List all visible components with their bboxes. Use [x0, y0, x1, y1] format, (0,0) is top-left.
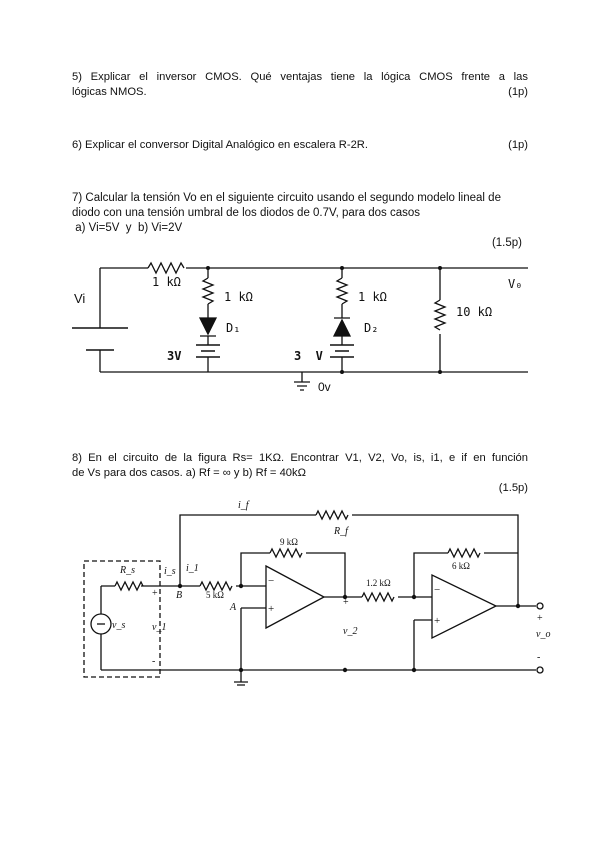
- c8-junction-gnd2: [342, 667, 348, 673]
- c8-6k-wire: [413, 552, 518, 597]
- c8-6k-resistor: [447, 547, 481, 559]
- c7-diode1: [198, 317, 218, 337]
- c8-opamp2-minus-sign: −: [434, 584, 440, 596]
- c8-12k-resistor: [361, 591, 395, 603]
- question-5-points: (1p): [508, 86, 528, 98]
- c8-opamp1: [265, 564, 326, 630]
- c8-9k-wire: [240, 552, 346, 598]
- c8-label-is: i_s: [164, 566, 176, 577]
- c8-vo-minus-sign: -: [537, 652, 540, 663]
- c8-label-5k: 5 kΩ: [206, 590, 224, 600]
- c7-series-resistor: [147, 261, 185, 275]
- c8-label-box-plus: +: [152, 588, 158, 599]
- c8-label-12k: 1.2 kΩ: [366, 578, 391, 588]
- c8-label-6k: 6 kΩ: [452, 561, 470, 571]
- c8-junction-v2: [342, 594, 348, 600]
- c8-rf-resistor: [315, 509, 349, 521]
- question-7-line-2: diodo con una tensión umbral de los diod…: [72, 207, 421, 219]
- question-6-text: 6) Explicar el conversor Digital Analógi…: [72, 139, 368, 151]
- c8-label-rf: R_f: [333, 526, 349, 537]
- c8-junction-minus: [238, 583, 244, 589]
- c7-battery2: [330, 344, 354, 358]
- c7-junction-1: [206, 266, 210, 270]
- c8-opamp2-plus-input: [413, 619, 432, 670]
- c8-opamp2-plus-sign: +: [434, 615, 440, 627]
- question-5-line-1: 5) Explicar el inversor CMOS. Qué ventaj…: [72, 71, 528, 83]
- c7-vi-source: [72, 327, 128, 351]
- c8-vo-plus-sign: +: [537, 613, 543, 624]
- c8-junction-gnd1: [238, 667, 244, 673]
- c8-junction-out: [515, 603, 521, 609]
- c7-label-vo: V₀: [508, 277, 522, 291]
- c8-label-v1: v_1: [152, 622, 166, 633]
- c7-label-d2: D₂: [364, 321, 378, 335]
- c8-9k-resistor: [269, 547, 303, 559]
- c8-junction-b: [177, 583, 183, 589]
- c8-label-box-minus: -: [152, 656, 155, 667]
- c8-source-wires: [100, 585, 180, 670]
- c8-v2-plus-sign: +: [343, 597, 349, 608]
- c7-label-r1: 1 kΩ: [224, 290, 253, 304]
- c7-junction-2: [340, 266, 344, 270]
- c7-label-rl: 10 kΩ: [456, 305, 492, 319]
- c7-label-d1: D₁: [226, 321, 240, 335]
- c8-label-node-b: B: [176, 590, 182, 601]
- c8-label-rs: R_s: [119, 565, 135, 576]
- question-5-line-2: lógicas NMOS.: [72, 86, 147, 98]
- c8-output-terminal-bottom: [536, 666, 544, 674]
- c7-junction-5: [438, 370, 442, 374]
- c8-junction-op2: [411, 594, 417, 600]
- c8-label-v2: v_2: [343, 626, 357, 637]
- c7-label-r2: 1 kΩ: [358, 290, 387, 304]
- question-7-points: (1.5p): [491, 237, 522, 249]
- question-6-points: (1p): [508, 139, 528, 151]
- c8-output-terminal-top: [536, 602, 544, 610]
- junction-dots: [177, 266, 521, 673]
- c8-label-i1: i_1: [186, 563, 199, 574]
- c7-label-gnd: 0v: [318, 380, 331, 394]
- c7-branch2-resistor: [335, 277, 349, 305]
- question-8-line-2: de Vs para dos casos. a) Rf = ∞ y b) Rf …: [72, 467, 306, 479]
- question-8-points: (1.5p): [498, 482, 528, 494]
- c8-label-9k: 9 kΩ: [280, 537, 298, 547]
- c8-rs-resistor: [114, 580, 144, 592]
- question-7-line-1: 7) Calcular la tensión Vo en el siguient…: [72, 192, 501, 204]
- question-5: 5) Explicar el inversor CMOS. Qué ventaj…: [72, 70, 528, 100]
- c8-label-if: i_f: [238, 500, 250, 511]
- c7-label-v2: 3 V: [294, 349, 323, 363]
- question-8-line-1: 8) En el circuito de la figura Rs= 1KΩ. …: [72, 452, 528, 464]
- c8-opamp2: [431, 573, 498, 640]
- circuit-7: [72, 261, 528, 391]
- c7-ground: [294, 372, 310, 391]
- c8-ground-symbol: [234, 670, 248, 686]
- c8-opamp1-plus-input: [240, 607, 266, 670]
- question-8: 8) En el circuito de la figura Rs= 1KΩ. …: [72, 451, 528, 494]
- c8-opamp1-minus-sign: −: [268, 575, 274, 587]
- c8-source-box: [83, 560, 161, 678]
- question-6: 6) Explicar el conversor Digital Analógi…: [72, 138, 528, 153]
- c7-diode2: [332, 317, 352, 337]
- c7-battery1: [196, 344, 220, 358]
- c7-label-vi: Vi: [74, 291, 85, 306]
- c8-junction-gnd3: [411, 667, 417, 673]
- c7-junction-3: [438, 266, 442, 270]
- c8-label-vs: v_s: [112, 620, 125, 631]
- question-7-line-3: a) Vi=5V y b) Vi=2V: [72, 222, 183, 234]
- c8-opamp1-plus-sign: +: [268, 603, 274, 615]
- c7-label-r-series: 1 kΩ: [152, 275, 181, 289]
- c7-load-resistor: [433, 299, 447, 331]
- c8-label-vo: v_o: [536, 629, 550, 640]
- c8-label-node-a: A: [229, 602, 237, 613]
- c8-5k-resistor: [199, 580, 233, 592]
- c7-junction-4: [340, 370, 344, 374]
- question-7: 7) Calcular la tensión Vo en el siguient…: [72, 191, 528, 249]
- c8-rf-wire: [179, 514, 519, 606]
- c7-label-v1: 3V: [167, 349, 181, 363]
- circuit-8: [83, 509, 544, 686]
- c7-branch1-resistor: [201, 277, 215, 305]
